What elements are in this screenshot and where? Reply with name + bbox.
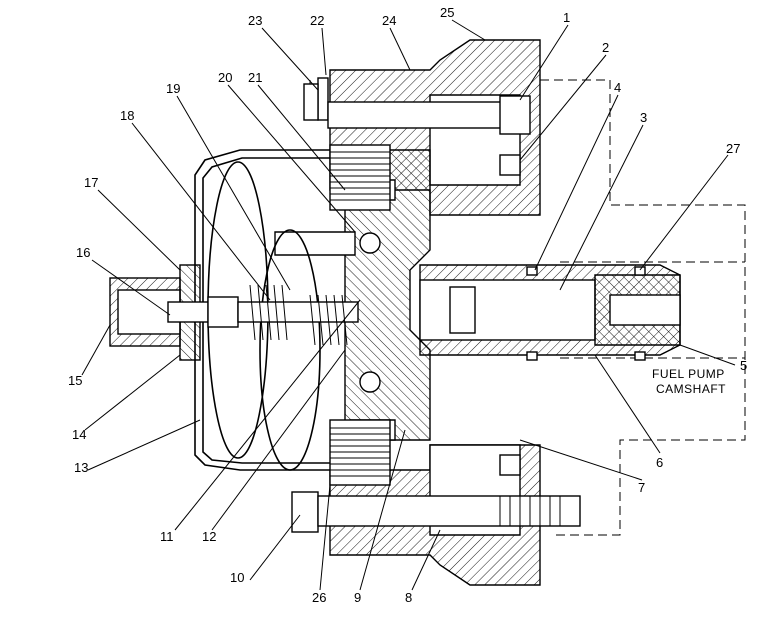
label-22: 22 (310, 13, 324, 28)
label-11: 11 (160, 529, 174, 544)
leader-lines (81, 19, 736, 591)
label-21: 21 (248, 70, 262, 85)
label-12: 12 (202, 529, 216, 544)
label-2: 2 (602, 40, 609, 55)
caption-line-2: CAMSHAFT (656, 382, 726, 396)
o-ring-seals (499, 154, 646, 476)
caption-line-1: FUEL PUMP (652, 367, 725, 381)
part-labels: 1 2 3 4 5 6 7 8 9 10 11 12 13 14 15 16 1… (68, 5, 747, 605)
label-27: 27 (726, 141, 740, 156)
fuel-pump-housing-phantom (540, 79, 746, 536)
label-9: 9 (354, 590, 361, 605)
label-3: 3 (640, 110, 647, 125)
label-24: 24 (382, 13, 396, 28)
label-14: 14 (72, 427, 86, 442)
label-25: 25 (440, 5, 454, 20)
label-6: 6 (656, 455, 663, 470)
label-7: 7 (638, 480, 645, 495)
adjusting-screw (109, 264, 359, 361)
label-19: 19 (166, 81, 180, 96)
label-13: 13 (74, 460, 88, 475)
label-8: 8 (405, 590, 412, 605)
label-10: 10 (230, 570, 244, 585)
label-15: 15 (68, 373, 82, 388)
label-17: 17 (84, 175, 98, 190)
label-5: 5 (740, 358, 747, 373)
drive-ring-splines (329, 144, 391, 486)
label-4: 4 (614, 80, 621, 95)
drive-shaft (419, 264, 681, 356)
camshaft-caption: FUEL PUMP CAMSHAFT (652, 367, 726, 396)
governor-springs (249, 284, 348, 346)
label-16: 16 (76, 245, 90, 260)
label-26: 26 (312, 590, 326, 605)
label-20: 20 (218, 70, 232, 85)
label-1: 1 (563, 10, 570, 25)
top-bolt (303, 77, 531, 135)
label-23: 23 (248, 13, 262, 28)
bottom-bolt (291, 491, 581, 533)
label-18: 18 (120, 108, 134, 123)
